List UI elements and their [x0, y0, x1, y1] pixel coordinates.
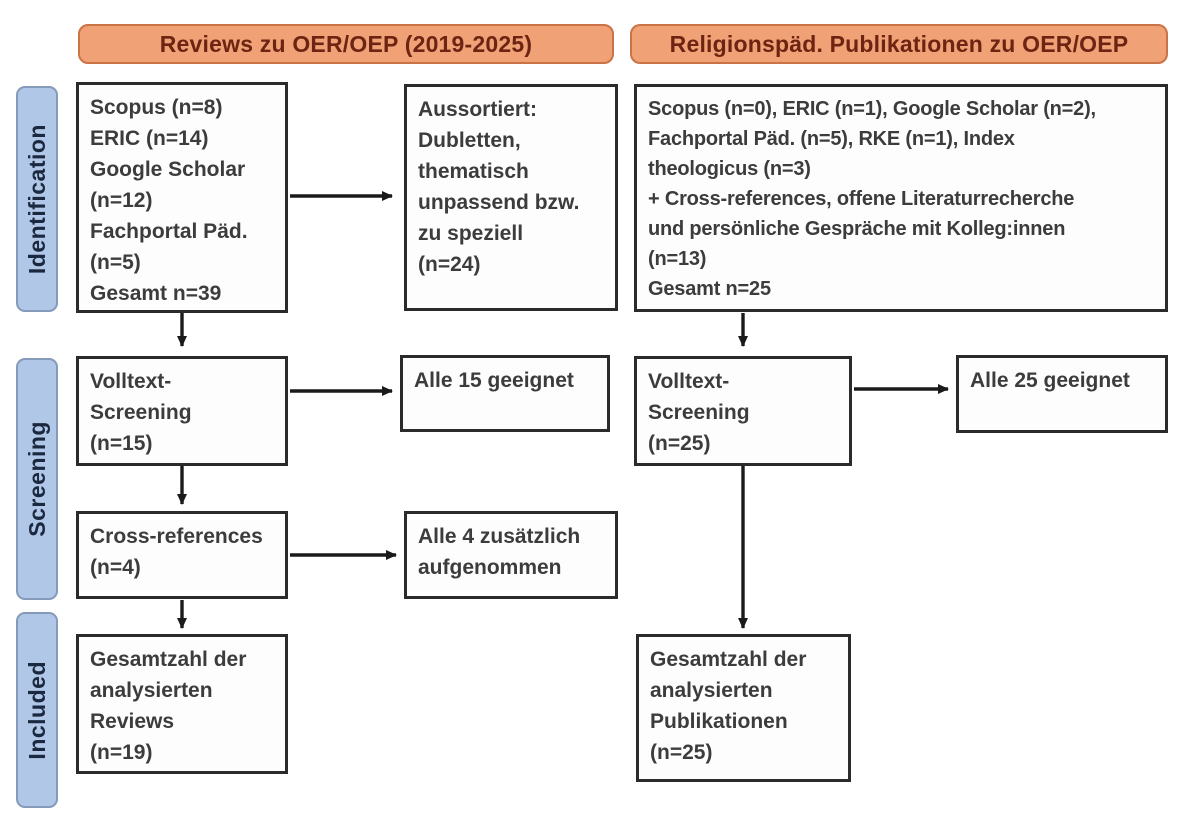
- stage-label-screening: Screening: [16, 358, 58, 600]
- column-header-reviews: Reviews zu OER/OEP (2019-2025): [78, 24, 614, 64]
- box-included-total-religionspaed: Gesamtzahl der analysierten Publikatione…: [636, 634, 851, 782]
- box-fulltext-screening-religionspaed: Volltext- Screening (n=25): [634, 356, 852, 466]
- stage-label-screening-text: Screening: [23, 421, 50, 537]
- box-cross-references: Cross-references (n=4): [76, 511, 288, 599]
- box-cross-references-result: Alle 4 zusätzlich aufgenommen: [404, 511, 618, 599]
- box-excluded-reviews: Aussortiert: Dubletten, thematisch unpas…: [404, 84, 618, 311]
- stage-label-identification-text: Identification: [23, 123, 50, 275]
- stage-label-identification: Identification: [16, 86, 58, 312]
- stage-label-included-text: Included: [23, 660, 50, 760]
- box-fulltext-result-religionspaed: Alle 25 geeignet: [956, 355, 1168, 433]
- column-header-religionspaed: Religionspäd. Publikationen zu OER/OEP: [630, 24, 1168, 64]
- box-sources-reviews: Scopus (n=8) ERIC (n=14) Google Scholar …: [76, 82, 288, 313]
- box-included-total-reviews: Gesamtzahl der analysierten Reviews (n=1…: [76, 634, 288, 774]
- stage-label-included: Included: [16, 612, 58, 808]
- box-sources-religionspaed: Scopus (n=0), ERIC (n=1), Google Scholar…: [634, 84, 1168, 312]
- box-fulltext-result-reviews: Alle 15 geeignet: [400, 355, 610, 432]
- box-fulltext-screening-reviews: Volltext- Screening (n=15): [76, 356, 288, 466]
